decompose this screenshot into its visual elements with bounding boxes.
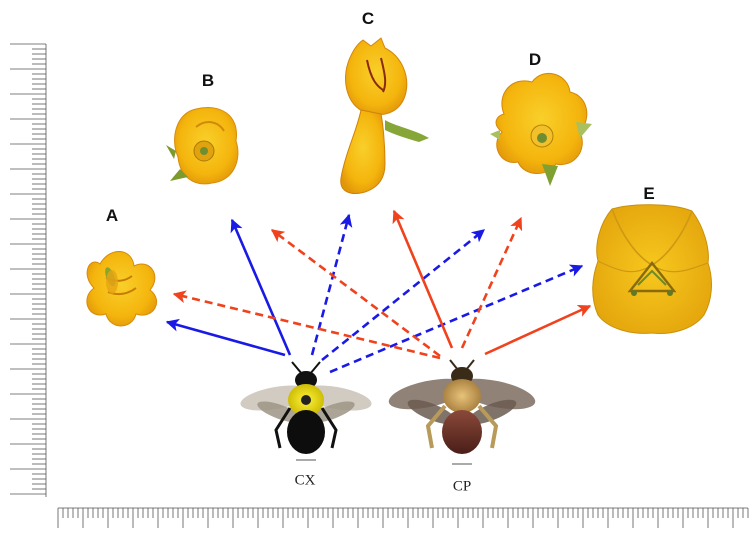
arrow-cp-to-e — [485, 306, 590, 354]
arrow-cp-to-a — [174, 294, 440, 358]
flower-label-e: E — [643, 184, 654, 204]
bee-label-cx: CX — [295, 473, 316, 490]
flower-b-image — [166, 107, 238, 183]
flower-e-image — [593, 205, 712, 334]
flower-label-c: C — [362, 9, 374, 29]
bee-cx-image — [239, 362, 374, 460]
ruler-left — [10, 44, 46, 497]
flower-d-image — [490, 73, 592, 186]
flower-a-image — [87, 251, 157, 326]
bee-cp-image — [386, 360, 538, 464]
arrow-cx-to-b — [232, 220, 290, 355]
flower-label-d: D — [529, 50, 541, 70]
flower-label-b: B — [202, 71, 214, 91]
bee-label-cp: CP — [453, 479, 471, 496]
arrow-cp-to-d — [462, 218, 521, 348]
arrows-group — [167, 211, 590, 372]
flower-label-a: A — [106, 206, 118, 226]
arrow-cx-to-e — [330, 266, 582, 372]
arrow-cp-to-b — [272, 230, 440, 356]
flower-c-image — [341, 38, 429, 193]
ruler-bottom — [58, 508, 748, 528]
arrow-cx-to-a — [167, 322, 285, 355]
